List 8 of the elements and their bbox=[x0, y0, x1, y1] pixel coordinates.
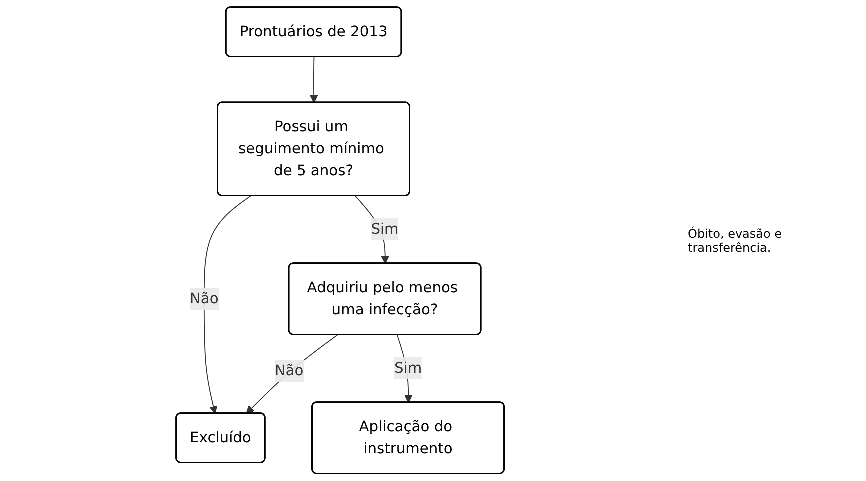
edge-label: Sim bbox=[370, 220, 398, 238]
arrow bbox=[246, 334, 338, 414]
edge-label: Não bbox=[190, 290, 218, 308]
arrow bbox=[310, 56, 318, 104]
note-text: Óbito, evasão e transferência. bbox=[688, 226, 784, 254]
edge-label: Não bbox=[274, 362, 304, 380]
arrow bbox=[204, 196, 251, 414]
edge-label: Sim bbox=[394, 359, 422, 377]
